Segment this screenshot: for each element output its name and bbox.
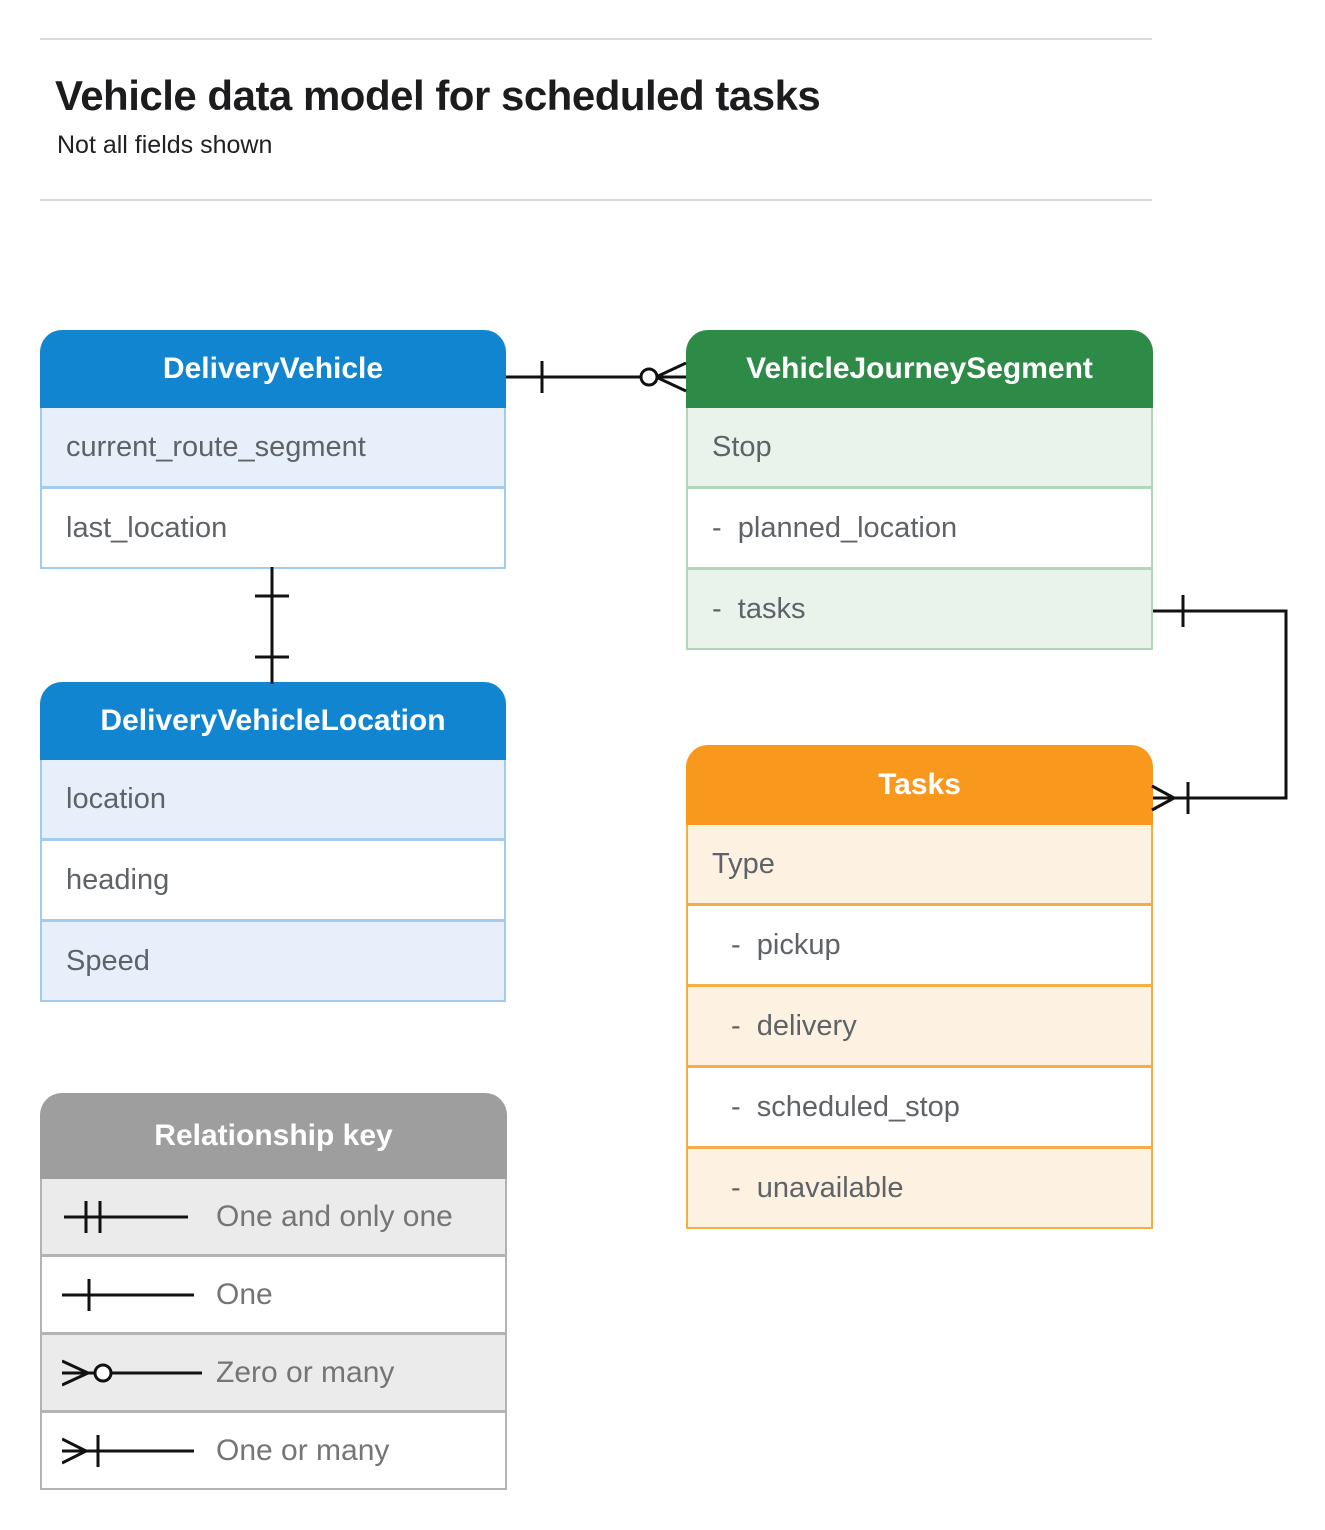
one-and-only-one-icon [62,1194,216,1240]
relationship-key: Relationship key One and only one [40,1093,507,1490]
bottom-divider [40,199,1152,201]
connector-deliveryvehicle-deliveryvehiclelocation [255,567,289,684]
entity-delivery-vehicle-location: DeliveryVehicleLocation location heading… [40,682,506,1002]
field-speed: Speed [42,919,504,1000]
entity-tasks-title: Tasks [686,745,1153,825]
field-tasks: - tasks [688,567,1151,648]
connector-tasksfield-tasks [1151,595,1288,814]
legend-item-one-and-only-one: One and only one [42,1179,505,1254]
field-scheduled-stop: - scheduled_stop [688,1065,1151,1146]
one-icon [62,1272,216,1318]
legend-item-one: One [42,1254,505,1332]
entity-delivery-vehicle-title: DeliveryVehicle [40,330,506,408]
field-unavailable: - unavailable [688,1146,1151,1227]
legend-label: One and only one [216,1199,453,1233]
legend-item-one-or-many: One or many [42,1410,505,1488]
legend-item-zero-or-many: Zero or many [42,1332,505,1410]
one-or-many-icon [62,1428,216,1474]
legend-label: One or many [216,1433,390,1467]
field-location: location [42,760,504,838]
connector-deliveryvehicle-vehiclejourneysegment [506,361,687,393]
entity-delivery-vehicle: DeliveryVehicle current_route_segment la… [40,330,506,569]
entity-vehicle-journey-segment: VehicleJourneySegment Stop - planned_loc… [686,330,1153,650]
page-title: Vehicle data model for scheduled tasks [55,72,821,119]
page-subtitle: Not all fields shown [57,131,273,159]
field-type: Type [688,825,1151,903]
entity-delivery-vehicle-body: current_route_segment last_location [40,408,506,569]
field-delivery: - delivery [688,984,1151,1065]
entity-vehicle-journey-segment-body: Stop - planned_location - tasks [686,408,1153,650]
field-current-route-segment: current_route_segment [42,408,504,486]
field-heading: heading [42,838,504,919]
legend-label: Zero or many [216,1355,395,1389]
field-pickup: - pickup [688,903,1151,984]
entity-vehicle-journey-segment-title: VehicleJourneySegment [686,330,1153,408]
legend-label: One [216,1277,273,1311]
entity-delivery-vehicle-location-body: location heading Speed [40,760,506,1002]
field-last-location: last_location [42,486,504,567]
entity-tasks: Tasks Type - pickup - delivery - schedul… [686,745,1153,1229]
top-divider [40,38,1152,40]
zero-or-many-icon [62,1350,216,1396]
field-planned-location: - planned_location [688,486,1151,567]
relationship-key-title: Relationship key [40,1093,507,1179]
entity-delivery-vehicle-location-title: DeliveryVehicleLocation [40,682,506,760]
field-stop: Stop [688,408,1151,486]
entity-tasks-body: Type - pickup - delivery - scheduled_sto… [686,825,1153,1229]
relationship-key-body: One and only one One [40,1179,507,1490]
